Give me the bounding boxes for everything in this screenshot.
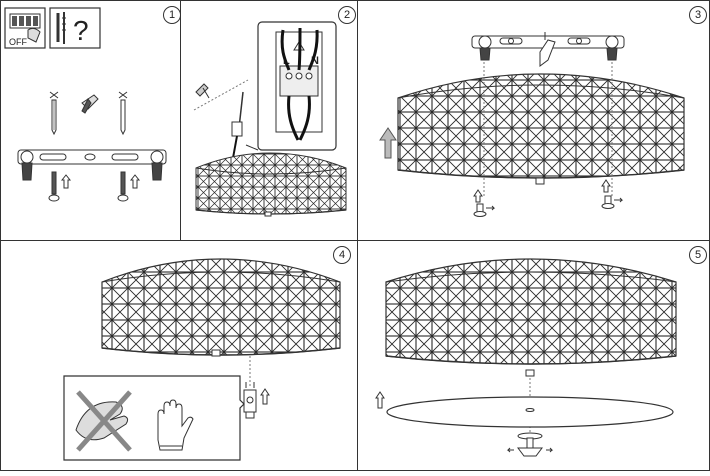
- step-number-3: 3: [689, 6, 707, 24]
- knob-right-icon: [601, 179, 624, 209]
- wall-plug-left-icon: [49, 91, 59, 136]
- lamp-shade-panel-5: [385, 258, 677, 377]
- big-up-arrow-icon: [379, 127, 397, 159]
- up-arrow-icon: [60, 174, 141, 189]
- lamp-shade-panel-4: [101, 258, 341, 357]
- lamp-shade-panel-2: [195, 152, 347, 217]
- diffuser-disc: [386, 396, 674, 428]
- up-arrow-panel-5-icon: [375, 391, 385, 409]
- mounting-bracket: [17, 149, 167, 181]
- screw-left-icon: [48, 171, 60, 202]
- knob-left-icon: [473, 189, 496, 217]
- lamp-shade-panel-3: [397, 73, 685, 185]
- canopy-cable: [539, 32, 556, 67]
- bare-hand-crossed-icon: [75, 390, 132, 452]
- finial-knob-icon: [506, 432, 554, 457]
- wall-plug-right-icon: [118, 91, 128, 136]
- step-number-4: 4: [333, 246, 351, 264]
- glove-icon: [157, 399, 194, 451]
- panel-3: [379, 32, 685, 217]
- tools-question-mark: ?: [73, 15, 89, 46]
- terminal-label-neutral: N: [311, 55, 319, 67]
- step-number-2: 2: [338, 6, 356, 24]
- screwdriver-icon: [195, 83, 210, 99]
- step-number-5: 5: [689, 246, 707, 264]
- drill-icon: [81, 94, 99, 114]
- panel-4: [63, 258, 341, 461]
- up-arrow-panel-4-icon: [260, 388, 270, 405]
- terminal-block-callout: L N: [245, 21, 337, 151]
- bulb-socket-icon: [243, 382, 257, 419]
- switch-off-label: OFF: [9, 37, 27, 47]
- panel-1: OFF ?: [4, 7, 167, 202]
- panel-5: [375, 258, 677, 457]
- tools-icon: ?: [49, 7, 101, 49]
- connector-wires: [231, 91, 244, 159]
- gloves-callout: [63, 375, 245, 461]
- panel-2: L N: [193, 21, 347, 217]
- screw-right-icon: [117, 171, 129, 202]
- step-number-1: 1: [163, 6, 181, 24]
- switch-off-icon: OFF: [4, 7, 46, 49]
